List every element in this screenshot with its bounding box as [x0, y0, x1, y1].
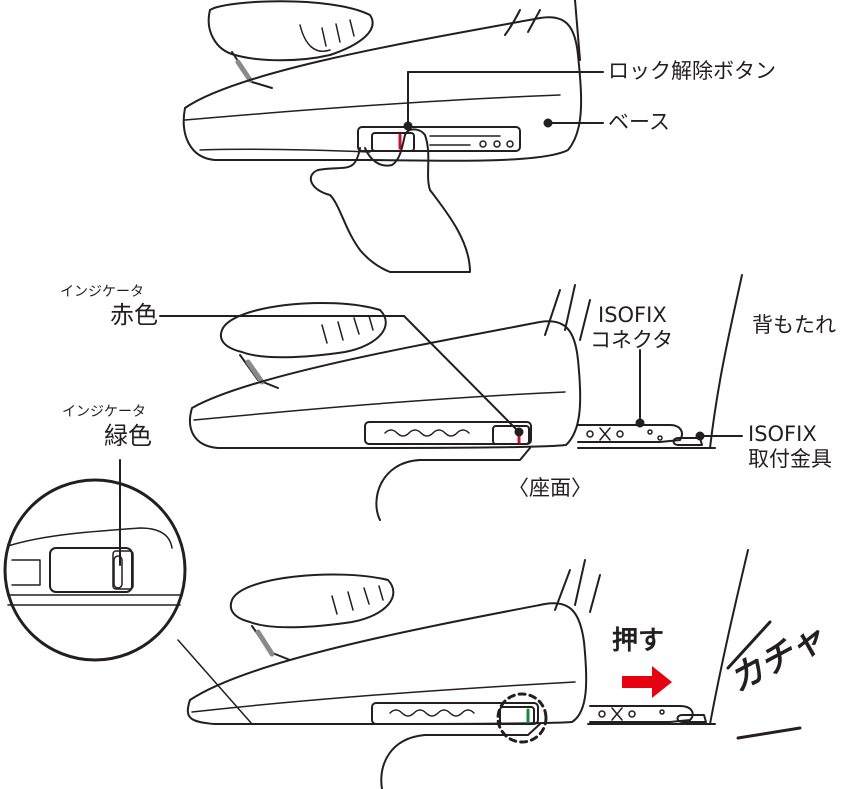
push-arrow-icon	[622, 666, 672, 698]
seat-shell-2	[220, 302, 387, 359]
isofix-connector-2	[577, 424, 683, 443]
indicator-highlight-circle	[496, 692, 548, 744]
backrest-2	[709, 274, 743, 449]
label-isofix-anchor-2: 取付金具	[748, 447, 832, 471]
zoom-inset	[3, 459, 499, 725]
label-red: 赤色	[110, 301, 158, 329]
zoom-circle	[3, 478, 187, 662]
isofix-connector-3	[589, 705, 694, 723]
base-1	[182, 16, 583, 162]
hand	[309, 128, 471, 273]
label-seat-surface: 〈座面〉	[508, 476, 592, 500]
label-isofix-connector-2: コネクタ	[590, 328, 674, 352]
isofix-anchor-2	[672, 437, 703, 446]
label-lock-release-button: ロック解除ボタン	[608, 59, 776, 83]
panel-3-push-and-click	[186, 549, 802, 789]
label-indicator-red-caption: インジケータ	[60, 284, 144, 300]
label-backrest: 背もたれ	[752, 313, 836, 337]
base-2	[188, 320, 582, 449]
seat-shell-1	[209, 0, 374, 62]
backrest-3	[709, 549, 749, 725]
label-green: 緑色	[104, 422, 152, 450]
isofix-anchor-3	[676, 714, 707, 723]
seat-shell-3	[229, 573, 395, 629]
panel-1-lock-release	[182, 0, 604, 273]
label-isofix-anchor-1: ISOFIX	[748, 422, 817, 446]
label-push: 押す	[612, 626, 665, 656]
label-base: ベース	[608, 110, 670, 134]
label-indicator-green-caption: インジケータ	[62, 404, 146, 420]
label-isofix-connector-1: ISOFIX	[598, 303, 667, 327]
panel-2-indicator-red	[159, 274, 743, 521]
